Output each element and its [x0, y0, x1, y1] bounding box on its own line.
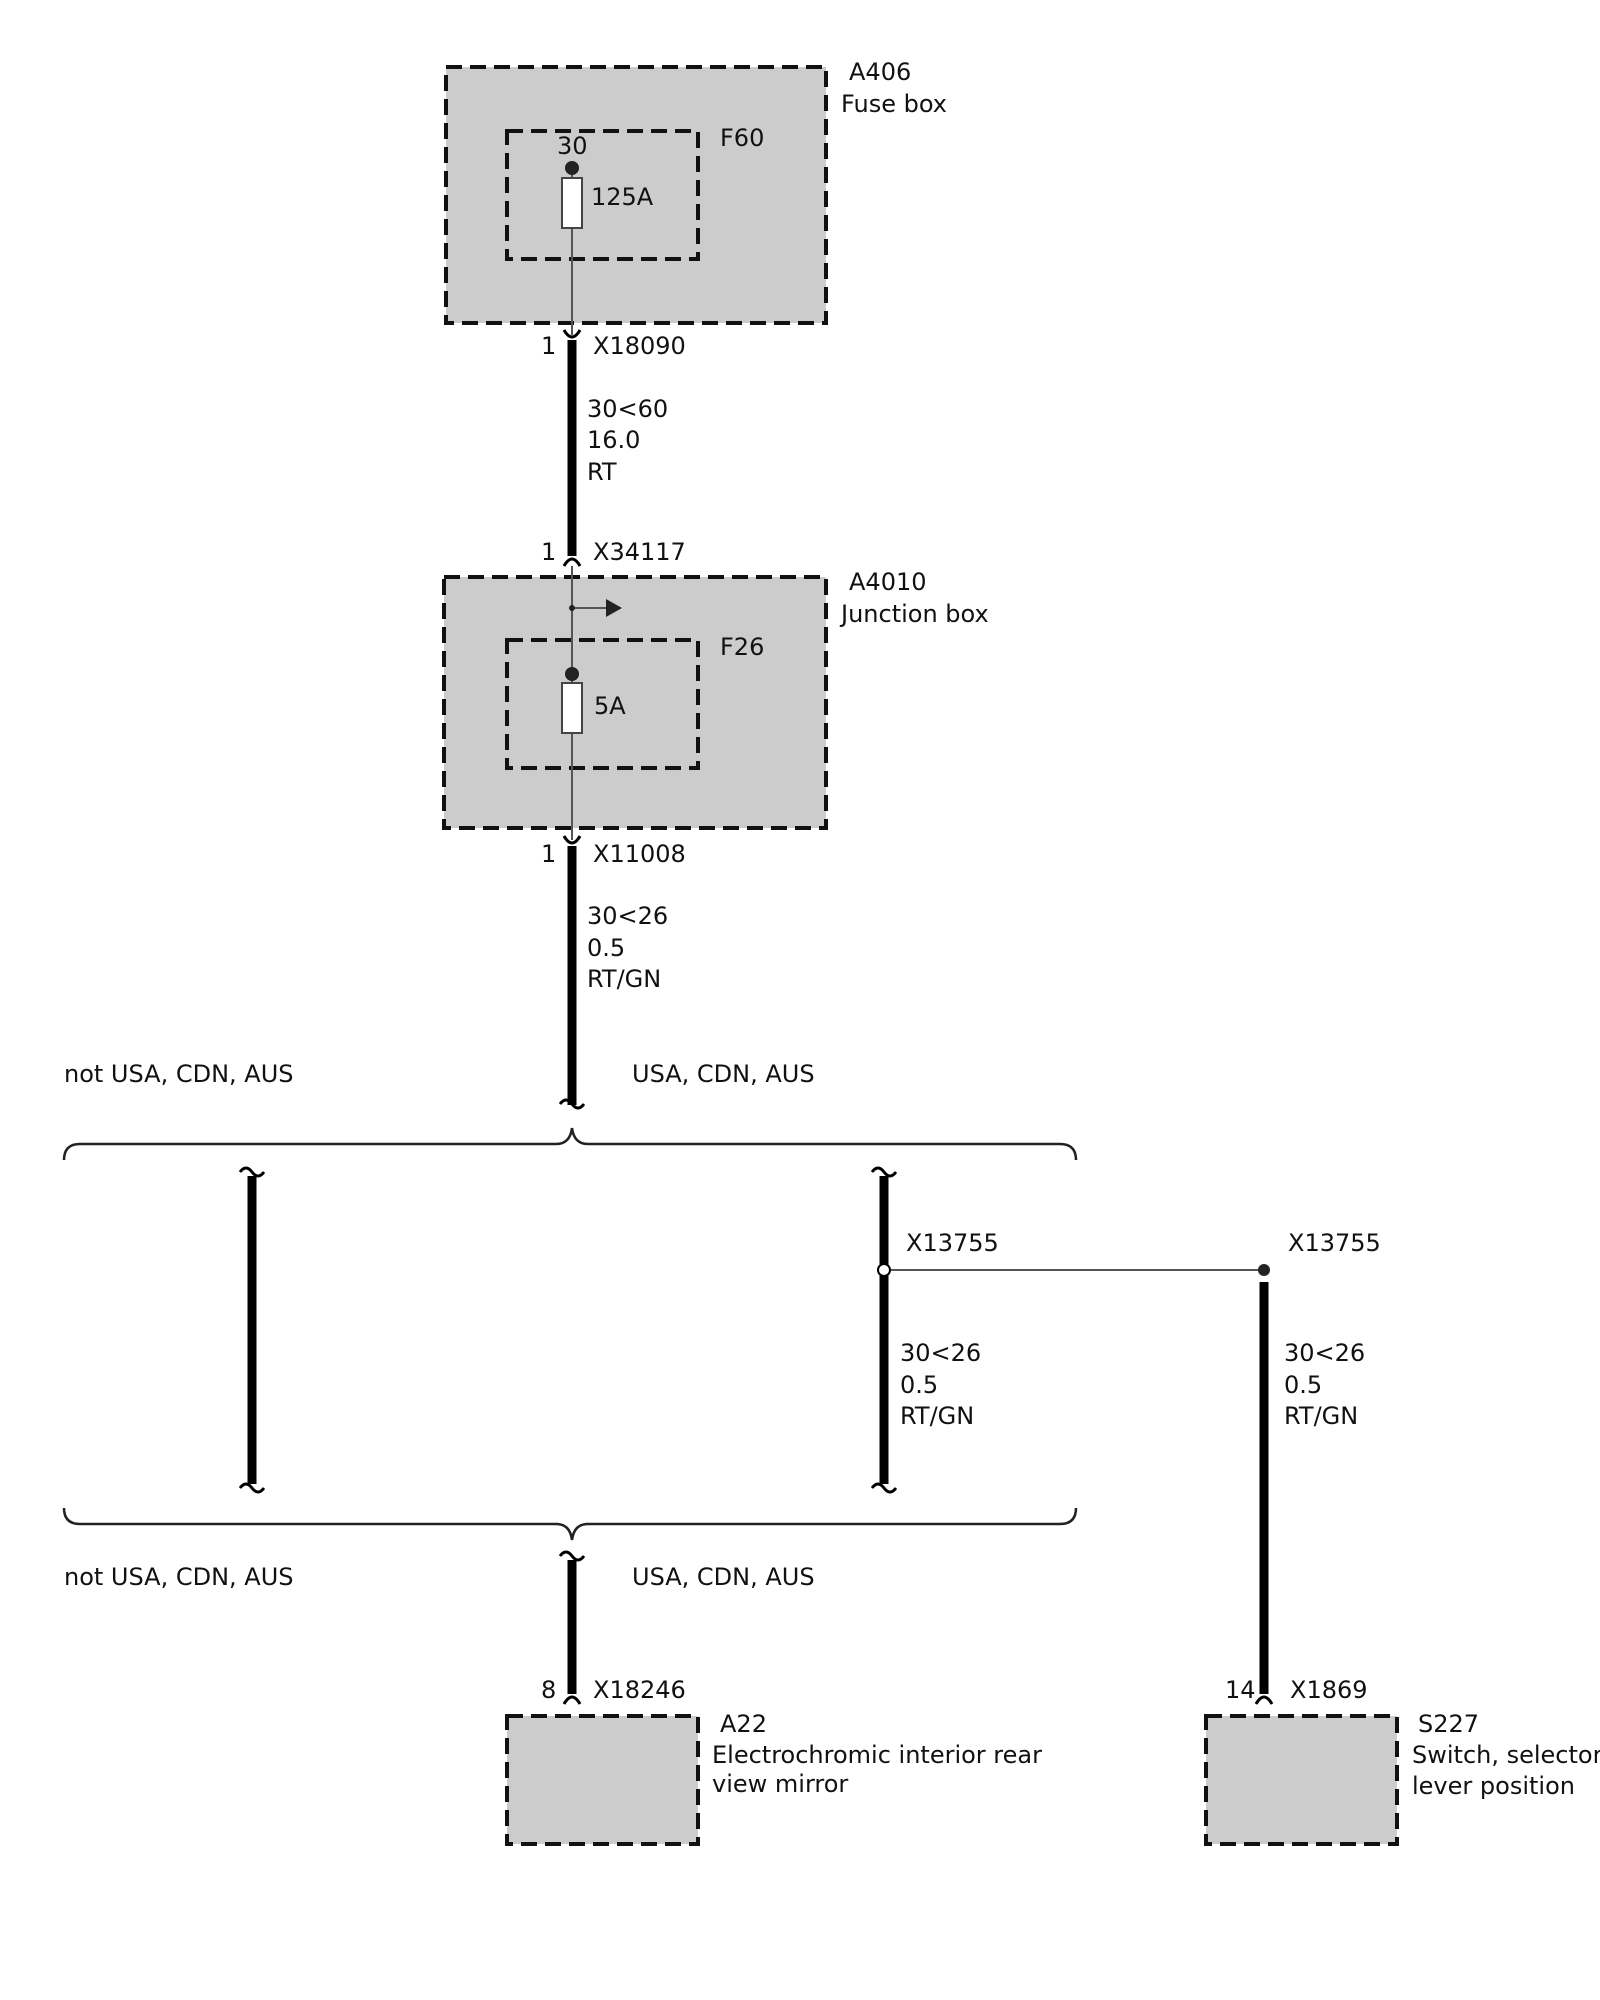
fuse-f60-frame — [505, 129, 700, 261]
x13755-left-label: X13755 — [906, 1229, 999, 1257]
splice-x13755-left-dot — [877, 1263, 891, 1277]
component-a22 — [505, 1714, 700, 1846]
a4010-name-label: Junction box — [839, 600, 989, 628]
connector-x18246-symbol — [562, 1695, 582, 1705]
connector-x34117-symbol — [562, 557, 582, 567]
wire-break-top — [558, 1098, 586, 1110]
a4010-id-label: A4010 — [849, 568, 927, 596]
s227-name-line2: lever position — [1412, 1772, 1575, 1800]
variant-label-bottom-right: USA, CDN, AUS — [632, 1563, 815, 1591]
a406-id-label: A406 — [849, 58, 911, 86]
variant-brace-bottom — [62, 1507, 1078, 1541]
variant-label-top-right: USA, CDN, AUS — [632, 1060, 815, 1088]
f60-id-label: F60 — [720, 124, 764, 152]
wire-break-left-bottom — [238, 1482, 266, 1494]
s227-name-line1: Switch, selector — [1412, 1741, 1600, 1769]
connector-x1869-symbol — [1254, 1695, 1274, 1705]
x13755-right-label: X13755 — [1288, 1229, 1381, 1257]
fuse-f26-frame — [505, 638, 700, 770]
variant-brace-top — [62, 1127, 1078, 1161]
wire-w2-size: 0.5 — [587, 934, 625, 962]
wire-break-right-top — [870, 1166, 898, 1178]
wire-w2-circuit: 30<26 — [587, 902, 668, 930]
fuse-f26-terminal — [565, 667, 579, 681]
a22-name-line1: Electrochromic interior rear — [712, 1741, 1042, 1769]
x18090-pin-label: 1 — [541, 332, 556, 360]
junction-box-a4010 — [442, 575, 828, 830]
connector-x11008-symbol — [562, 835, 582, 845]
x18246-id-label: X18246 — [593, 1676, 686, 1704]
wire-w3-size: 0.5 — [900, 1371, 938, 1399]
fuse-f60-symbol — [561, 177, 583, 229]
x1869-pin-label: 14 — [1225, 1676, 1256, 1704]
branch-arrow-head — [606, 599, 622, 617]
connector-x18090-symbol — [562, 329, 582, 339]
a406-name-label: Fuse box — [841, 90, 947, 118]
fuse-f26-symbol — [561, 682, 583, 734]
fuse-box-a406 — [444, 65, 828, 325]
wire-w3-color: RT/GN — [900, 1402, 974, 1430]
x34117-id-label: X34117 — [593, 538, 686, 566]
f26-id-label: F26 — [720, 633, 764, 661]
wire-break-left-top — [238, 1166, 266, 1178]
branch-dot — [569, 605, 575, 611]
component-s227 — [1204, 1714, 1399, 1846]
a22-name-line2: view mirror — [712, 1770, 848, 1798]
fuse-f60-terminal — [565, 161, 579, 175]
wire-w1-size: 16.0 — [587, 426, 640, 454]
f60-pin-label: 30 — [557, 132, 588, 160]
f60-rating-label: 125A — [591, 183, 654, 211]
wire-w1-circuit: 30<60 — [587, 395, 668, 423]
wire-break-right-bottom — [870, 1482, 898, 1494]
splice-x13755-right-dot — [1258, 1264, 1270, 1276]
wire-w1-color: RT — [587, 458, 617, 486]
x11008-id-label: X11008 — [593, 840, 686, 868]
wire-w4-size: 0.5 — [1284, 1371, 1322, 1399]
wire-w2-color: RT/GN — [587, 965, 661, 993]
a22-id-label: A22 — [720, 1710, 767, 1738]
s227-id-label: S227 — [1418, 1710, 1479, 1738]
wire-w4-color: RT/GN — [1284, 1402, 1358, 1430]
x1869-id-label: X1869 — [1290, 1676, 1368, 1704]
variant-label-bottom-left: not USA, CDN, AUS — [64, 1563, 294, 1591]
x18090-id-label: X18090 — [593, 332, 686, 360]
wire-w3-circuit: 30<26 — [900, 1339, 981, 1367]
x18246-pin-label: 8 — [541, 1676, 556, 1704]
x11008-pin-label: 1 — [541, 840, 556, 868]
wire-w4-circuit: 30<26 — [1284, 1339, 1365, 1367]
wire-break-a22 — [558, 1550, 586, 1562]
f26-rating-label: 5A — [594, 692, 626, 720]
x34117-pin-label: 1 — [541, 538, 556, 566]
variant-label-top-left: not USA, CDN, AUS — [64, 1060, 294, 1088]
